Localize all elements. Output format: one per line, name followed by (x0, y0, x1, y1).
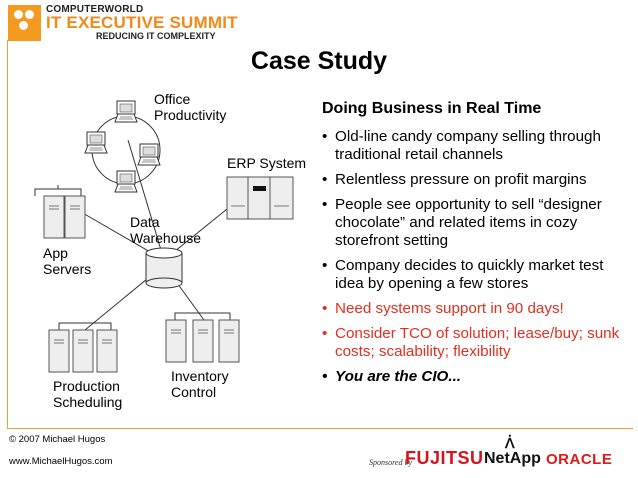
bullet-glyph: • (322, 196, 328, 213)
bullet-glyph: • (322, 368, 328, 385)
netapp-logo: NetApp (484, 450, 541, 467)
section-heading: Doing Business in Real Time (322, 100, 542, 117)
bullet-item: • Old-line candy company selling through … (322, 128, 622, 164)
bullet-item: • People see opportunity to sell “designe… (322, 196, 622, 250)
label-data-warehouse: Data Warehouse (130, 214, 202, 246)
bullet-item-highlight: • Need systems support in 90 days! (322, 300, 622, 318)
fujitsu-logo: FUJITSU (405, 448, 484, 468)
erp-system-icon (226, 176, 294, 220)
bullet-glyph: • (322, 257, 328, 274)
workstation-icon (137, 143, 161, 166)
label-erp-system: ERP System (227, 155, 307, 171)
case-study-points: Doing Business in Real Time • Old-line ca… (322, 100, 622, 393)
logo-tagline: REDUCING IT COMPLEXITY (96, 31, 216, 41)
footer-url: www.MichaelHugos.com (9, 456, 113, 467)
workstation-icon (84, 131, 108, 154)
bullet-text: People see opportunity to sell “designer… (335, 196, 602, 249)
bullet-glyph: • (322, 171, 328, 188)
bullet-item-emphasis: • You are the CIO... (322, 368, 622, 386)
slide-title: Case Study (250, 47, 388, 75)
bullet-item: • Relentless pressure on profit margins (322, 171, 622, 189)
bullet-text: Relentless pressure on profit margins (335, 171, 587, 188)
workstation-icon (114, 170, 138, 193)
logo-publisher: COMPUTERWORLD (46, 4, 144, 15)
bullet-item-highlight: • Consider TCO of solution; lease/buy; su… (322, 325, 622, 361)
bullet-item: • Company decides to quickly market test … (322, 257, 622, 293)
bullet-glyph: • (322, 300, 328, 317)
oracle-logo: ORACLE (546, 451, 613, 468)
label-inventory-control: Inventory Control (171, 368, 229, 400)
label-production-scheduling: Production Scheduling (53, 378, 123, 410)
footer-copyright: © 2007 Michael Hugos (9, 434, 106, 445)
production-servers-icon (48, 322, 118, 373)
app-servers-icon (34, 185, 86, 239)
logo-event-name: IT EXECUTIVE SUMMIT (46, 13, 238, 32)
workstation-icon (114, 100, 138, 123)
data-warehouse-icon (145, 247, 183, 289)
summit-logo: COMPUTERWORLD IT EXECUTIVE SUMMIT REDUCI… (8, 4, 238, 44)
bullet-list: • Old-line candy company selling through … (322, 128, 622, 386)
summit-logo-mark (8, 5, 41, 41)
bullet-text: Company decides to quickly market test i… (335, 257, 604, 292)
bullet-glyph: • (322, 128, 328, 145)
bullet-text: You are the CIO... (335, 368, 462, 385)
label-office-productivity: Office Productivity (154, 91, 227, 123)
bullet-text: Old-line candy company selling through t… (335, 128, 601, 163)
sponsored-by-label: Sponsored by (369, 458, 413, 467)
bullet-text: Need systems support in 90 days! (335, 300, 564, 317)
frame-left-rule (7, 40, 8, 428)
label-app-servers: App Servers (43, 245, 92, 277)
bullet-text: Consider TCO of solution; lease/buy; sun… (335, 325, 620, 360)
netapp-mark-icon: ᐲ (505, 435, 515, 451)
frame-bottom-rule (7, 428, 633, 429)
bullet-glyph: • (322, 325, 328, 342)
inventory-servers-icon (165, 312, 240, 363)
